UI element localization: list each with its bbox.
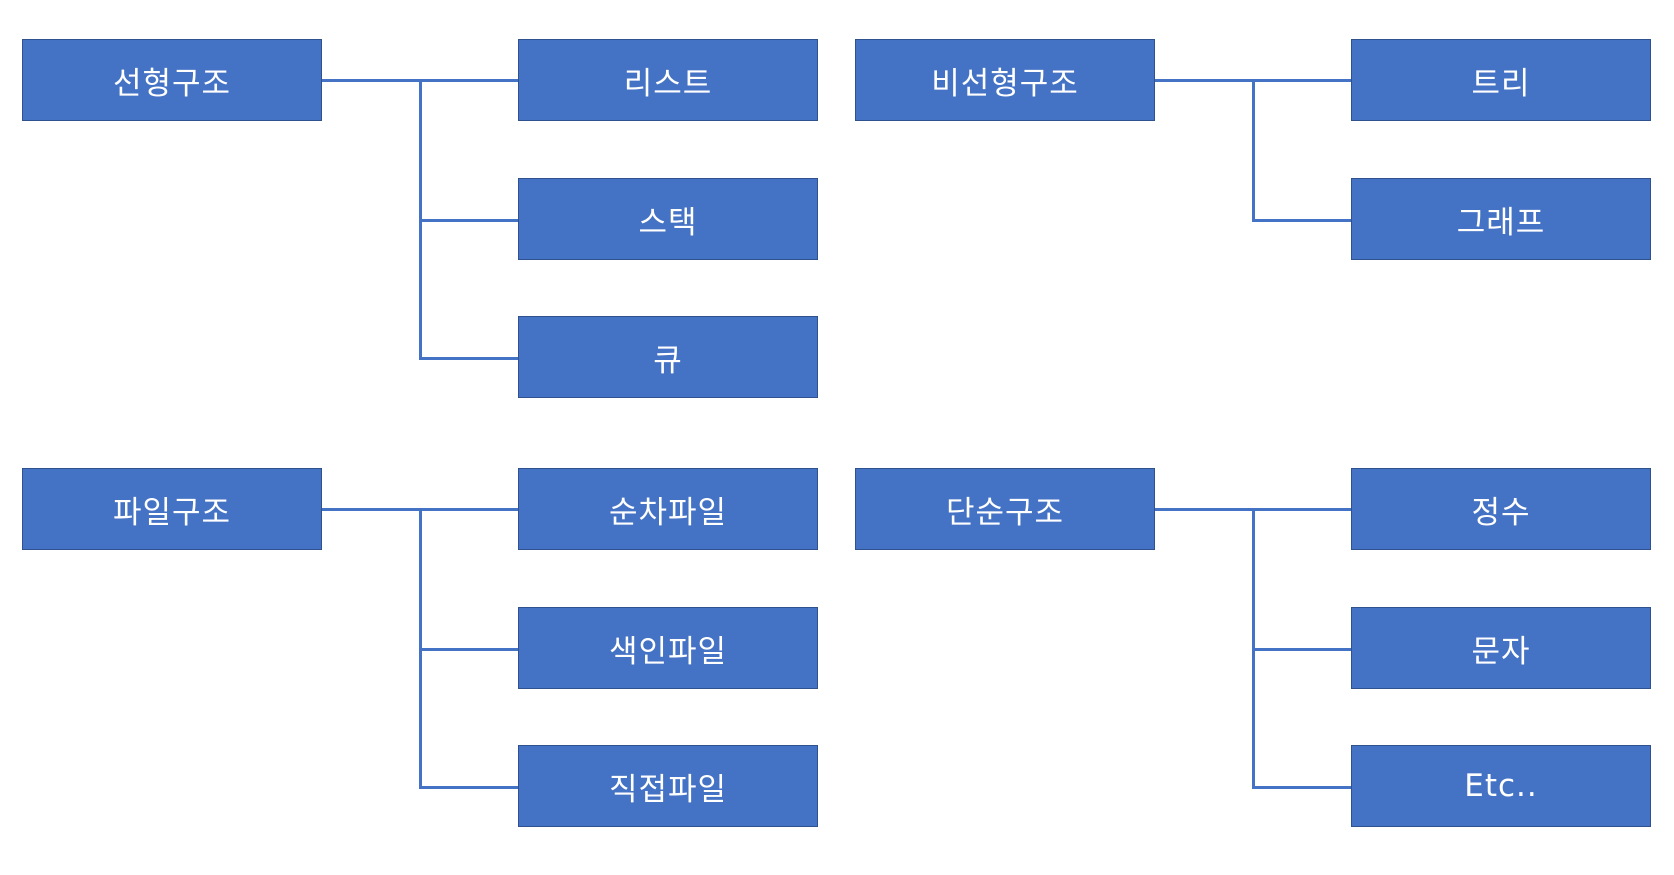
connector-child xyxy=(1252,786,1351,789)
connector-child xyxy=(419,219,518,222)
connector-trunk xyxy=(1252,79,1255,222)
connector-child xyxy=(419,357,518,360)
connector-child xyxy=(1252,508,1351,511)
connector-child xyxy=(419,648,518,651)
parent-node: 선형구조 xyxy=(22,39,322,121)
child-node: 스택 xyxy=(518,178,818,260)
connector-parent xyxy=(322,508,420,511)
child-node: 트리 xyxy=(1351,39,1651,121)
child-node: 리스트 xyxy=(518,39,818,121)
child-node: 색인파일 xyxy=(518,607,818,689)
connector-child xyxy=(419,786,518,789)
connector-child xyxy=(1252,648,1351,651)
connector-child xyxy=(1252,79,1351,82)
child-node: Etc.. xyxy=(1351,745,1651,827)
connector-parent xyxy=(322,79,420,82)
connector-parent xyxy=(1155,79,1253,82)
parent-node: 비선형구조 xyxy=(855,39,1155,121)
child-node: 순차파일 xyxy=(518,468,818,550)
child-node: 정수 xyxy=(1351,468,1651,550)
connector-child xyxy=(419,508,518,511)
parent-node: 파일구조 xyxy=(22,468,322,550)
child-node: 직접파일 xyxy=(518,745,818,827)
connector-parent xyxy=(1155,508,1253,511)
child-node: 큐 xyxy=(518,316,818,398)
connector-child xyxy=(419,79,518,82)
connector-child xyxy=(1252,219,1351,222)
child-node: 문자 xyxy=(1351,607,1651,689)
parent-node: 단순구조 xyxy=(855,468,1155,550)
child-node: 그래프 xyxy=(1351,178,1651,260)
